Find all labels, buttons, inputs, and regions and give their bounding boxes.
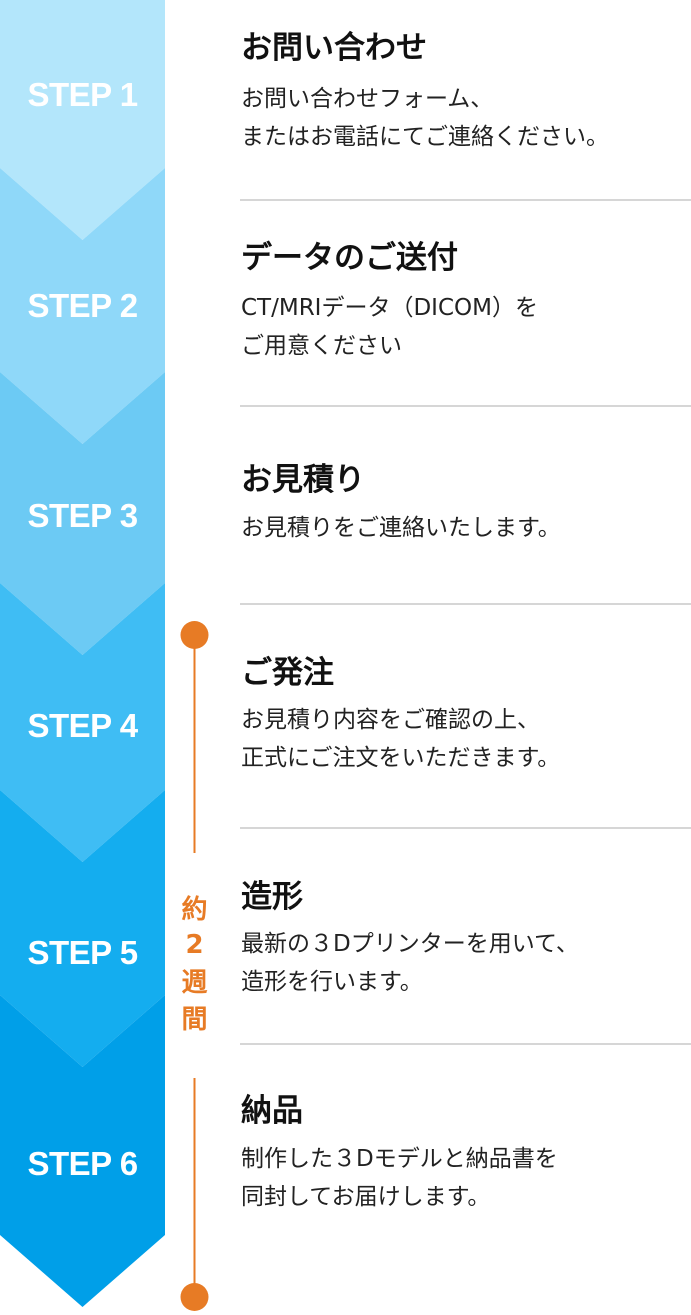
step-label-4: STEP 4 — [27, 707, 138, 744]
timeline-end-dot — [180, 1283, 209, 1311]
step-5-description: 最新の３Dプリンターを用いて、 造形を行います。 — [241, 925, 579, 1001]
step-1-title: お問い合わせ — [241, 30, 427, 66]
step-5-desc-line: 最新の３Dプリンターを用いて、 — [241, 931, 579, 957]
duration-char: 間 — [181, 1005, 208, 1035]
step-label-3: STEP 3 — [27, 497, 138, 534]
duration-char: 2 — [185, 930, 204, 960]
step-3-chevron — [0, 372, 165, 655]
duration-char: 約 — [181, 895, 208, 925]
step-4-chevron — [0, 583, 165, 862]
step-4-desc-line: お見積り内容をご確認の上、 — [241, 707, 540, 733]
step-label-2: STEP 2 — [27, 287, 138, 324]
step-2-title: データのご送付 — [241, 240, 458, 276]
step-2-desc-line: ご用意ください — [241, 333, 402, 359]
step-label-5: STEP 5 — [27, 934, 138, 971]
step-1-desc-line: お問い合わせフォーム、 — [241, 86, 494, 112]
duration-timeline — [180, 621, 209, 1311]
step-2-desc-line: CT/MRIデータ（DICOM）を — [241, 295, 538, 321]
divider — [240, 1043, 691, 1045]
step-label-1: STEP 1 — [27, 76, 138, 113]
step-6-description: 制作した３Dモデルと納品書を 同封してお届けします。 — [241, 1140, 558, 1216]
divider — [240, 827, 691, 829]
step-3-title: お見積り — [241, 462, 365, 498]
timeline-start-dot — [180, 621, 209, 649]
step-4-title: ご発注 — [241, 655, 334, 691]
duration-char: 週 — [181, 968, 208, 998]
divider — [240, 199, 691, 201]
step-2-description: CT/MRIデータ（DICOM）を ご用意ください — [241, 289, 538, 365]
divider — [240, 405, 691, 407]
step-6-desc-line: 制作した３Dモデルと納品書を — [241, 1146, 558, 1172]
step-6-title: 納品 — [241, 1093, 303, 1129]
step-2-chevron — [0, 168, 165, 444]
step-1-desc-line: またはお電話にてご連絡ください。 — [241, 124, 609, 150]
divider — [240, 603, 691, 605]
step-4-desc-line: 正式にご注文をいただきます。 — [241, 745, 561, 771]
step-label-6: STEP 6 — [27, 1145, 138, 1182]
step-6-desc-line: 同封してお届けします。 — [241, 1184, 491, 1210]
step-chevrons — [0, 0, 165, 1307]
step-1-description: お問い合わせフォーム、 またはお電話にてご連絡ください。 — [241, 80, 609, 156]
step-6-chevron — [0, 995, 165, 1307]
step-5-chevron — [0, 790, 165, 1067]
step-3-desc-line: お見積りをご連絡いたします。 — [241, 515, 561, 541]
step-4-description: お見積り内容をご確認の上、 正式にご注文をいただきます。 — [241, 701, 560, 777]
step-5-title: 造形 — [241, 879, 303, 915]
step-5-desc-line: 造形を行います。 — [241, 969, 423, 995]
step-3-description: お見積りをご連絡いたします。 — [241, 509, 561, 547]
step-1-chevron — [0, 0, 165, 240]
